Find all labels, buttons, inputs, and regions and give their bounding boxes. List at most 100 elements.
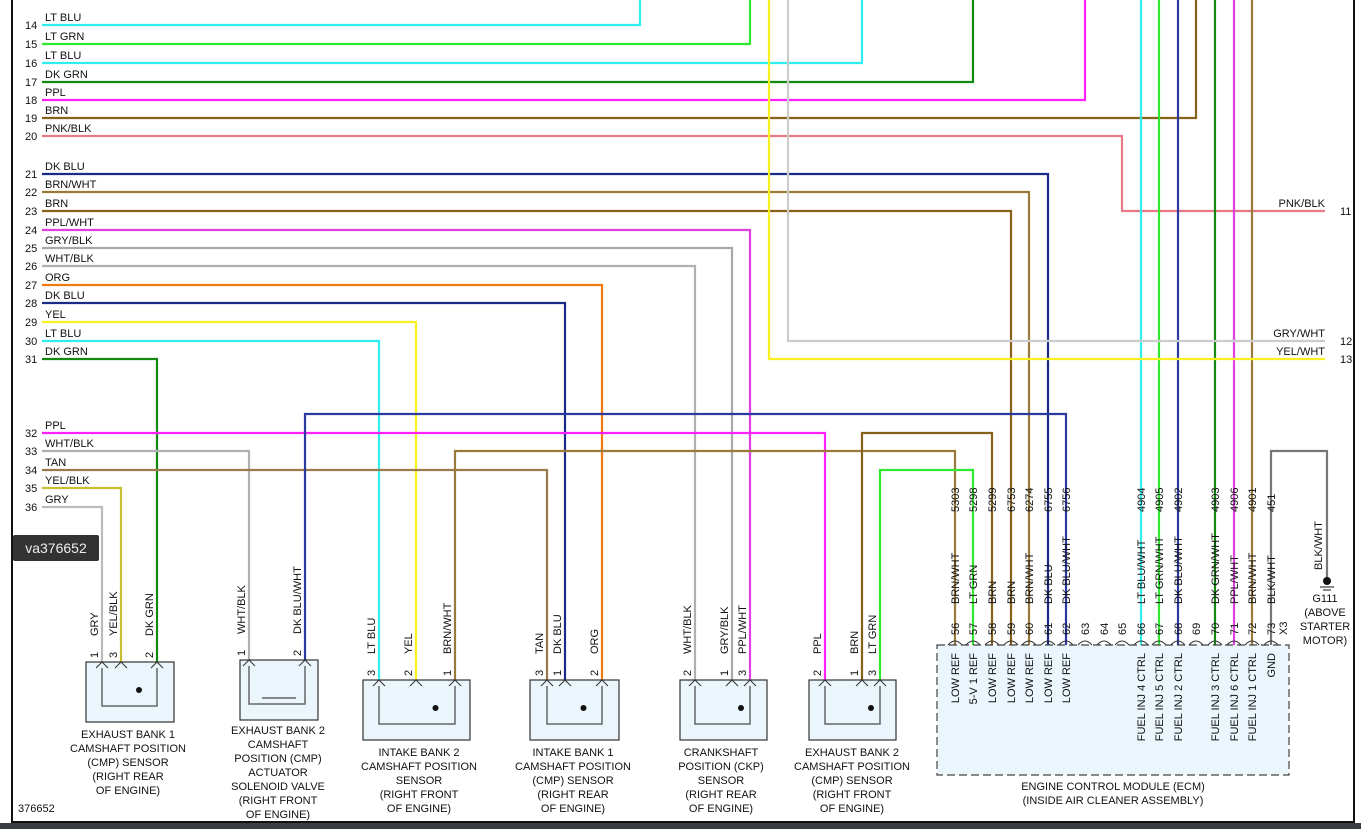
component-name: (CMP) SENSOR	[532, 775, 613, 787]
pin-terminal-icon	[873, 679, 887, 687]
ecm-wire-label: BRN	[987, 581, 999, 604]
ecm-wire-label: BRN	[1006, 581, 1018, 604]
wire-row-number: 35	[25, 483, 37, 495]
wire-31	[42, 357, 159, 662]
wire-row-number: 13	[1340, 354, 1352, 366]
component-pin-number: 2	[403, 670, 415, 676]
sensor-box	[239, 659, 319, 721]
diagram-frame	[11, 0, 1355, 823]
wire-row-number: 20	[25, 131, 37, 143]
wire-color-label: WHT/BLK	[45, 438, 95, 450]
wire-color-label: LT GRN	[45, 31, 84, 43]
wire-row-number: 15	[25, 39, 37, 51]
ecm-pin-function: LOW REF	[1043, 653, 1055, 703]
pin-connector-icon	[984, 640, 1000, 646]
component-name: CAMSHAFT POSITION	[515, 761, 631, 773]
ecm-pin-function: 5-V 1 REF	[968, 653, 980, 705]
ecm-name: ENGINE CONTROL MODULE (ECM)	[1021, 781, 1205, 793]
ecm-pin-function: LOW REF	[1061, 653, 1073, 703]
pin-terminal-icon	[743, 679, 757, 687]
wire-15	[42, 0, 752, 46]
junction-dot-icon	[868, 705, 874, 711]
wire-35	[42, 486, 123, 662]
wire-row-number: 32	[25, 428, 37, 440]
pin-terminal-icon	[372, 679, 386, 687]
wire-color-label: TAN	[45, 457, 66, 469]
wire-25	[42, 246, 734, 680]
wire-row-number: 18	[25, 95, 37, 107]
component-name: (CMP) SENSOR	[87, 757, 168, 769]
component-name: OF ENGINE)	[246, 809, 310, 821]
ecm-pin-number: 66	[1136, 623, 1148, 635]
ecm-name: (INSIDE AIR CLEANER ASSEMBLY)	[1023, 795, 1204, 807]
component-name: EXHAUST BANK 2	[805, 747, 899, 759]
wire-row-number: 36	[25, 502, 37, 514]
pin-terminal-icon	[150, 661, 164, 669]
ecm-pin-number: 60	[1024, 623, 1036, 635]
wire-row-number: 30	[25, 336, 37, 348]
component-name: (RIGHT REAR	[537, 789, 608, 801]
wire-32	[42, 431, 827, 680]
wire-19	[42, 0, 1198, 120]
component-wire-label: DK BLU/WHT	[292, 566, 304, 634]
wire-color-label: DK BLU	[45, 290, 85, 302]
component-pin-number: 1	[236, 650, 248, 656]
component-pin-number: 3	[108, 652, 120, 658]
wire-color-label: BRN/WHT	[45, 179, 97, 191]
wire-row-number: 34	[25, 465, 37, 477]
component-name: (RIGHT FRONT	[813, 789, 892, 801]
ecm-pin-number: 62	[1061, 623, 1073, 635]
ground-label: G111	[1312, 593, 1337, 605]
component-wire-label: DK BLU	[552, 614, 564, 654]
wire-33	[42, 449, 251, 660]
circuit-number: 451	[1266, 494, 1278, 512]
wire-row-number: 27	[25, 280, 37, 292]
ecm-pin-number: 63	[1080, 623, 1092, 635]
wire-dk-blu-wht-solenoid	[303, 412, 1068, 660]
ecm-wire-label: LT GRN/WHT	[1154, 536, 1166, 604]
wire-27	[42, 283, 604, 680]
ecm-box	[936, 644, 1290, 776]
sensor-box	[362, 679, 471, 741]
wire-30	[42, 339, 381, 680]
component-pin-number: 1	[849, 670, 861, 676]
wire-color-label: YEL	[45, 309, 66, 321]
circuit-number: 6756	[1061, 488, 1073, 512]
component-wire-label: YEL	[403, 633, 415, 654]
junction-dot-icon	[432, 705, 439, 711]
wire-row-number: 31	[25, 354, 37, 366]
component-name: INTAKE BANK 2	[378, 747, 459, 759]
ecm-pin-number: 64	[1099, 623, 1111, 635]
component-wire-label: YEL/BLK	[108, 591, 120, 636]
wire-row-number: 17	[25, 77, 37, 89]
ecm-wire-label: DK GRN/WHT	[1210, 533, 1222, 604]
pin-connector-icon	[1207, 640, 1223, 646]
component-wire-label: BRN	[849, 631, 861, 654]
wire-row-number: 11	[1340, 206, 1351, 218]
wire-29	[42, 320, 418, 680]
ecm-wire-label: PPL/WHT	[1229, 555, 1241, 604]
circuit-number: 4902	[1173, 488, 1185, 512]
wire-24	[42, 228, 752, 680]
component-name: (RIGHT FRONT	[239, 795, 318, 807]
pin-connector-icon	[1170, 640, 1186, 646]
wire-lt-grn-exhaust2	[878, 468, 975, 680]
pin-terminal-icon	[725, 679, 739, 687]
ecm-pin-function: LOW REF	[1006, 653, 1018, 703]
circuit-number: 4904	[1136, 488, 1148, 512]
component-pin-number: 3	[366, 670, 378, 676]
solenoid-coil-icon	[248, 666, 306, 705]
component-name: CAMSHAFT	[248, 739, 309, 751]
component-pin-number: 1	[89, 652, 101, 658]
component-pin-number: 2	[682, 670, 694, 676]
component-name: (RIGHT REAR	[685, 789, 756, 801]
pin-terminal-icon	[95, 661, 109, 669]
ecm-wire-label: BRN/WHT	[1247, 552, 1259, 604]
wire-row-number: 14	[25, 20, 37, 32]
wire-color-label: LT BLU	[45, 50, 81, 62]
component-wire-label: LT GRN	[867, 615, 879, 654]
pin-terminal-icon	[558, 679, 572, 687]
wire-22	[42, 190, 1031, 645]
wire-row-number: 28	[25, 298, 37, 310]
ecm-pin-number: 69	[1191, 623, 1203, 635]
